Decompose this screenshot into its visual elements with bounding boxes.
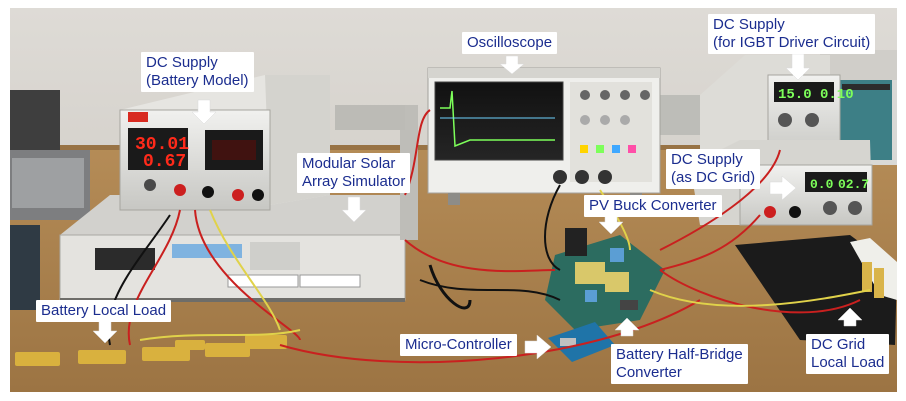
label-dc-supply-battery-model: DC Supply (Battery Model) <box>141 52 254 92</box>
label-dc-supply-igbt: DC Supply (for IGBT Driver Circuit) <box>708 14 876 54</box>
dc-grid-local-load-device <box>850 238 897 300</box>
solar-array-simulator <box>59 105 418 302</box>
label-oscilloscope: Oscilloscope <box>462 32 558 54</box>
grid-supply-readout-left: 0.0 <box>810 177 834 192</box>
label-dc-supply-grid: DC Supply (as DC Grid) <box>666 149 761 189</box>
grid-supply-readout-right: 02.7 <box>838 177 869 192</box>
arrow-dc-grid-load <box>837 307 863 327</box>
label-micro-controller: Micro-Controller <box>400 334 517 356</box>
pointer-arrows <box>92 53 863 360</box>
wires <box>107 109 871 364</box>
oscilloscope-device <box>427 67 661 205</box>
label-battery-half-bridge-converter: Battery Half-Bridge Converter <box>611 344 748 384</box>
label-dc-grid-local-load: DC Grid Local Load <box>806 334 890 374</box>
label-pv-buck-converter: PV Buck Converter <box>584 195 722 217</box>
arrow-grid-supply <box>769 175 797 201</box>
arrow-igbt-supply <box>785 53 811 81</box>
battery-supply-readout-top: 30.01 <box>135 135 189 155</box>
label-battery-local-load: Battery Local Load <box>36 300 172 322</box>
arrow-micro-controller <box>524 334 552 360</box>
arrow-battery-supply <box>191 99 217 125</box>
background-equipment-left <box>10 90 90 310</box>
arrow-oscilloscope <box>499 55 525 75</box>
label-modular-solar-array-simulator: Modular Solar Array Simulator <box>297 153 411 193</box>
igbt-supply-readout: 15.0 0.10 <box>778 87 854 103</box>
converter-boards <box>545 228 665 330</box>
battery-supply-readout-bottom: 0.67 <box>143 152 186 172</box>
micro-controller-board <box>548 322 615 362</box>
battery-local-load-resistors <box>15 335 287 366</box>
arrow-half-bridge <box>614 317 640 337</box>
arrow-solar-simulator <box>341 196 367 223</box>
